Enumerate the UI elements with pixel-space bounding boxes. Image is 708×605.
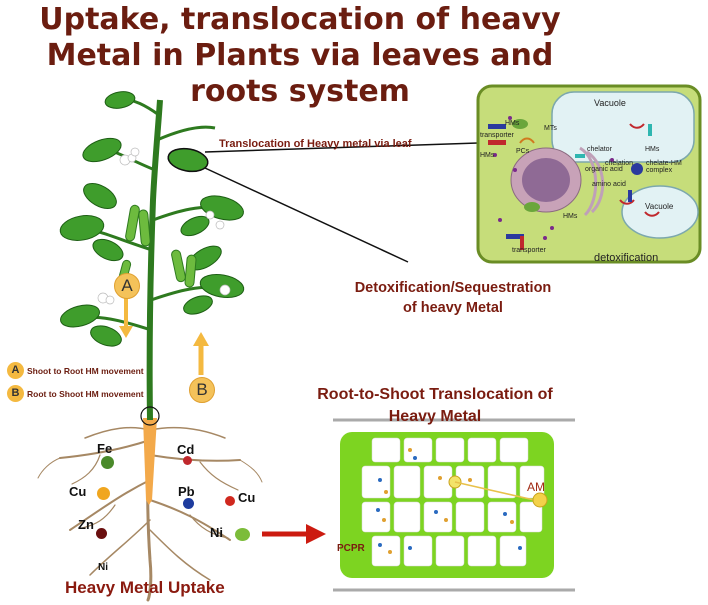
cu-label-2: Cu [238, 490, 256, 505]
leaves [59, 91, 245, 347]
cd-label: Cd [177, 442, 195, 457]
hms-label-3: HMs [645, 146, 660, 153]
title-line-3: roots system [190, 74, 410, 109]
am-hypha [454, 481, 535, 501]
pcs-label: PCs [516, 148, 530, 155]
uptake-to-root-arrow [262, 524, 326, 544]
root-to-shoot-label: Root-to-Shoot Translocation of Heavy Met… [270, 384, 600, 428]
cu-label-1: Cu [69, 484, 87, 499]
root-to-shoot-arrow [193, 332, 209, 375]
am-spore [532, 492, 548, 508]
transporter-label-1: transporter [480, 132, 514, 139]
fe-dot [101, 456, 114, 469]
vacuole-bottom-label: Vacuole [645, 202, 674, 211]
shoot-to-root-arrow [119, 295, 133, 338]
metal-particles [376, 448, 522, 554]
highlighted-leaf [167, 147, 209, 173]
cu-dot-1 [97, 487, 110, 500]
pb-dot [183, 498, 194, 509]
marker-a: A [114, 273, 140, 299]
marker-b: B [189, 377, 215, 403]
zn-dot [96, 528, 107, 539]
zn-label: Zn [78, 517, 94, 532]
hms-label-2: HMs [480, 152, 495, 159]
legend-b: B Root to Shoot HM movement [7, 385, 144, 402]
hms-label-1: HMs [505, 120, 520, 127]
cd-dot [183, 456, 192, 465]
root-cells [361, 437, 545, 567]
detoxification-label: Detoxification/Sequestration of heavy Me… [318, 278, 588, 318]
collar-ring [140, 406, 160, 426]
detoxification-caption: detoxification [594, 252, 659, 264]
title-line-2: Metal in Plants via leaves and [46, 38, 554, 73]
leaf-translocation-label: Translocation of Heavy metal via leaf [219, 138, 412, 150]
chelator-label: chelator [587, 146, 612, 153]
heavy-metal-uptake-label: Heavy Metal Uptake [65, 578, 225, 597]
legend-a-badge: A [7, 362, 24, 379]
legend-b-badge: B [7, 385, 24, 402]
legend-a-text: Shoot to Root HM movement [27, 365, 144, 376]
leaf-callout-line-1 [204, 142, 479, 153]
legend-b-text: Root to Shoot HM movement [27, 388, 144, 399]
root-system [37, 418, 263, 602]
organic-acid-label: organic acid [585, 166, 623, 173]
ni-dot [235, 528, 250, 541]
r2s-line-1: Root-to-Shoot Translocation of [317, 386, 553, 403]
pb-label: Pb [178, 484, 195, 499]
leaf-cell-illustration [476, 84, 702, 264]
vacuole-top-label: Vacuole [594, 98, 626, 108]
pcpr-label: PCPR [337, 543, 365, 554]
cu-dot-2 [225, 496, 235, 506]
fe-label: Fe [97, 441, 113, 456]
ni-label-1: Ni [210, 525, 223, 540]
detox-line-2: of heavy Metal [403, 300, 503, 316]
ni-label-2: Ni [98, 562, 108, 573]
legend-a: A Shoot to Root HM movement [7, 362, 144, 379]
mts-label: MTs [544, 125, 557, 132]
diagram-title: Uptake, translocation of heavy Metal in … [0, 2, 600, 110]
detox-line-1: Detoxification/Sequestration [354, 280, 552, 296]
leaf-callout-line-2 [204, 167, 409, 263]
title-line-1: Uptake, translocation of heavy [39, 2, 561, 37]
plant-stem [146, 99, 163, 421]
chelation-label: chelation [605, 160, 634, 167]
hms-label-4: HMs [563, 213, 578, 220]
transporter-label-2: transporter [512, 247, 546, 254]
complex-label: chelate-HM complex [646, 160, 682, 174]
taproot [143, 418, 157, 505]
r2s-line-2: Heavy Metal [388, 408, 482, 425]
am-label: AM [527, 480, 545, 494]
flowers [97, 147, 231, 305]
amino-acid-label: amino acid [592, 181, 626, 188]
